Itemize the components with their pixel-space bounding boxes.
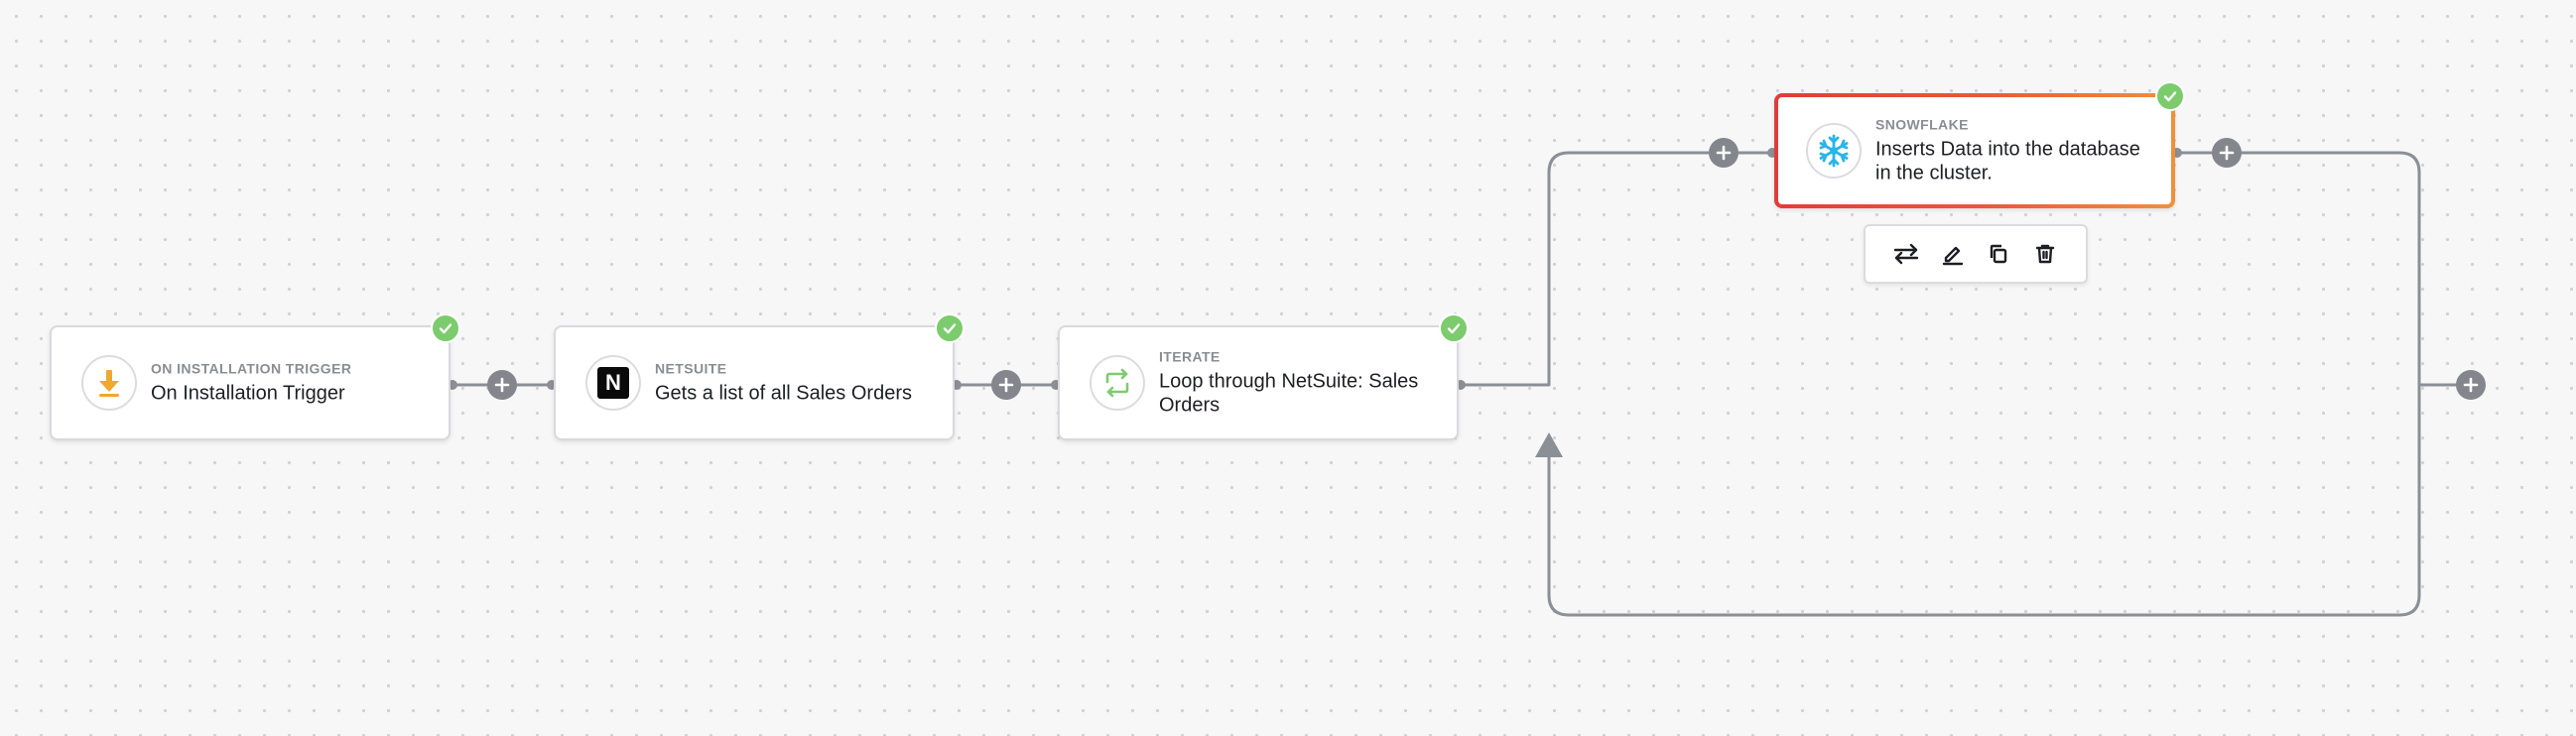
download-arrow-icon — [81, 355, 137, 411]
copy-step-button[interactable] — [1982, 237, 2015, 271]
plus-icon — [2463, 377, 2479, 393]
step-title: On Installation Trigger — [151, 382, 345, 405]
netsuite-logo-letter: N — [605, 370, 621, 395]
edit-step-button[interactable] — [1936, 237, 1970, 271]
step-title: Inserts Data into the database in the cl… — [1875, 138, 2140, 184]
swap-arrows-icon — [1894, 243, 1919, 265]
connector-snowflake-out — [1547, 151, 2421, 617]
add-step-button[interactable] — [487, 370, 517, 400]
add-step-button[interactable] — [2212, 138, 2242, 168]
snowflake-icon — [1806, 123, 1862, 179]
delete-step-button[interactable] — [2028, 237, 2062, 271]
port-dot — [1767, 148, 1777, 158]
step-action-toolbar — [1864, 224, 2088, 284]
plus-icon — [998, 377, 1014, 393]
trash-icon — [2035, 244, 2054, 264]
step-kicker: ITERATE — [1159, 348, 1221, 365]
netsuite-logo-icon: N — [585, 355, 641, 411]
port-dot — [2172, 148, 2182, 158]
step-card-netsuite[interactable]: N NETSUITE Gets a list of all Sales Orde… — [554, 325, 955, 440]
step-kicker: NETSUITE — [655, 360, 727, 377]
add-step-button[interactable] — [2456, 370, 2486, 400]
step-card-snowflake[interactable]: SNOWFLAKE Inserts Data into the database… — [1774, 93, 2175, 208]
copy-icon — [1991, 244, 2007, 264]
success-check-icon — [935, 313, 965, 343]
add-step-button[interactable] — [1709, 138, 1739, 168]
swap-step-button[interactable] — [1889, 237, 1923, 271]
loop-return-arrowhead — [1535, 432, 1563, 457]
success-check-icon — [1439, 313, 1469, 343]
success-check-icon — [431, 313, 460, 343]
pencil-icon — [1942, 246, 1963, 266]
success-check-icon — [2155, 81, 2185, 111]
plus-icon — [494, 377, 510, 393]
step-title: Loop through NetSuite: Sales Orders — [1159, 370, 1419, 417]
plus-icon — [1716, 145, 1732, 161]
step-card-on-installation-trigger[interactable]: ON INSTALLATION TRIGGER On Installation … — [50, 325, 451, 440]
plus-icon — [2219, 145, 2235, 161]
loop-arrows-icon — [1090, 355, 1145, 411]
connector-iterate-to-loop — [1457, 151, 1776, 387]
add-step-button[interactable] — [991, 370, 1021, 400]
step-title: Gets a list of all Sales Orders — [655, 382, 912, 405]
step-kicker: SNOWFLAKE — [1875, 116, 1969, 133]
step-kicker: ON INSTALLATION TRIGGER — [151, 360, 352, 377]
step-card-iterate[interactable]: ITERATE Loop through NetSuite: Sales Ord… — [1058, 325, 1459, 440]
